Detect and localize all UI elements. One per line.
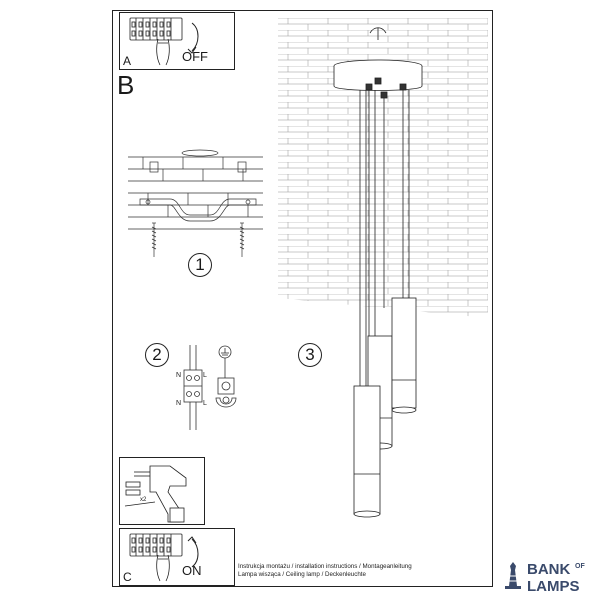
step2-wiring-illustration <box>183 345 237 430</box>
logo-word-lamps: LAMPS <box>527 578 580 595</box>
switch-on-illustration <box>129 533 199 582</box>
step-3-marker: 3 <box>298 343 322 367</box>
footer-line-1: Instrukcja montażu / installation instru… <box>238 563 412 570</box>
step1-bracket-illustration <box>128 149 263 257</box>
instruction-sheet-frame <box>112 10 493 587</box>
wire-l-bottom: L <box>203 400 207 407</box>
panel-c-letter: C <box>123 570 132 584</box>
section-b-letter: B <box>117 70 135 100</box>
panel-a-switch-off: A OFF <box>119 12 235 70</box>
wire-l-top: L <box>203 372 207 379</box>
footer-caption: Instrukcja montażu / installation instru… <box>238 563 412 579</box>
ceiling-lamp-illustration <box>278 18 488 518</box>
drill-illustration <box>124 465 187 523</box>
anchor-quantity: x2 <box>140 497 147 503</box>
switch-off-label: OFF <box>182 49 208 64</box>
logo-word-of: OF <box>575 563 585 570</box>
step-2-marker: 2 <box>145 343 169 367</box>
panel-c-switch-on: C ON <box>119 528 235 586</box>
panel-a-letter: A <box>123 54 132 68</box>
switch-off-illustration <box>129 17 199 66</box>
lighthouse-icon <box>505 562 521 589</box>
step-1-marker: 1 <box>188 253 212 277</box>
wire-n-bottom: N <box>176 400 182 407</box>
drill-panel: x2 <box>119 457 205 525</box>
logo-word-bank: BANK <box>527 561 571 578</box>
bank-of-lamps-logo: BANK OF LAMPS <box>500 558 600 598</box>
wire-n-top: N <box>176 372 182 379</box>
switch-on-label: ON <box>182 563 202 578</box>
ceiling-brick-texture <box>278 18 488 318</box>
footer-line-2: Lampa wisząca / Ceiling lamp / Deckenleu… <box>238 571 366 578</box>
